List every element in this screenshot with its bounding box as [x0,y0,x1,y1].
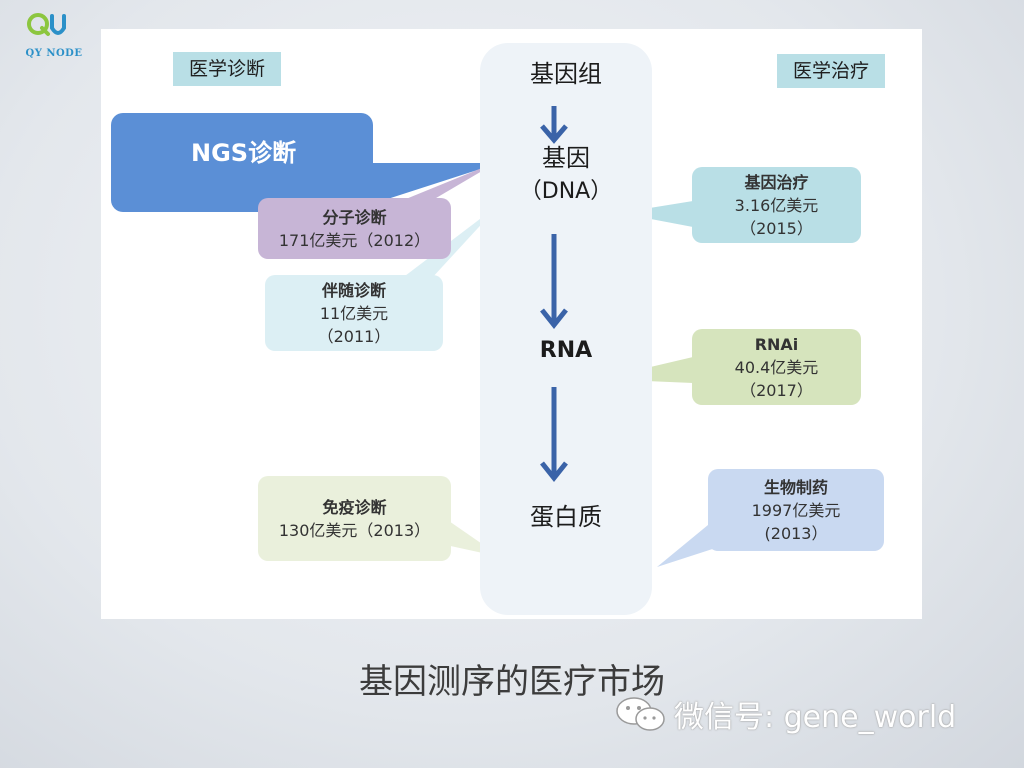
node-dna: （DNA） [519,179,613,204]
bubble-year: （2011） [317,326,391,346]
bubble-year: （2017） [740,380,813,400]
molecular-pointer [401,161,499,201]
bubble-value: 1997亿美元 [751,500,841,520]
arrow-down-icon [540,387,568,483]
tag-medical-treatment: 医学治疗 [777,54,885,88]
qy-logo-icon [27,13,66,36]
slide-title: 基因测序的医疗市场 [359,662,665,702]
node-genome: 基因组 [530,60,602,88]
diagram-panel: 医学诊断 医学治疗 基因组 基因 （DNA） RNA 蛋白质 NGS诊断 分子诊… [101,29,922,619]
tag-medical-diagnosis: 医学诊断 [173,52,281,86]
bubble-year: (2013） [764,523,828,543]
bubble-title: 免疫诊断 [322,497,387,517]
companion-pointer [401,203,501,279]
node-rna: RNA [539,338,593,363]
ngs-pointer [363,163,499,207]
wechat-icon [616,697,665,731]
central-flow-column [480,43,652,615]
bubble-title: 基因治疗 [744,172,809,192]
bubble-immuno-diagnosis: 免疫诊断 130亿美元（2013） [258,476,451,561]
bubble-rnai: RNAi 40.4亿美元 （2017） [692,329,861,405]
bubble-molecular-diagnosis: 分子诊断 171亿美元（2012） [258,198,451,259]
bubble-title: 分子诊断 [322,207,387,227]
bubble-value: 171亿美元（2012） [278,230,431,250]
watermark-text: 微信号: gene_world [674,700,957,735]
logo: QY NODE [14,10,84,60]
bubble-value: 3.16亿美元 [734,195,819,215]
bubble-companion-diagnosis: 伴随诊断 11亿美元 （2011） [265,275,443,351]
arrow-down-icon [540,234,568,330]
logo-text: QY NODE [25,48,83,59]
node-protein: 蛋白质 [530,503,602,531]
bubble-biopharma: 生物制药 1997亿美元 (2013） [708,469,884,551]
ngs-diagnosis-box: NGS诊断 [111,113,373,212]
bubble-value: 130亿美元（2013） [278,520,431,540]
wechat-watermark: 微信号: gene_world [614,694,957,735]
bubble-title: RNAi [754,334,799,354]
gene-therapy-pointer [619,201,693,227]
bubble-value: 11亿美元 [319,303,389,323]
ngs-label: NGS诊断 [191,139,297,167]
bubble-gene-therapy: 基因治疗 3.16亿美元 （2015） [692,167,861,243]
bubble-year: （2015） [740,218,813,238]
arrow-down-icon [540,106,568,144]
callout-pointers [363,161,731,567]
node-gene: 基因 [542,144,590,172]
bubble-title: 伴随诊断 [321,280,386,300]
bubble-title: 生物制药 [763,477,828,497]
bubble-value: 40.4亿美元 [734,357,819,377]
